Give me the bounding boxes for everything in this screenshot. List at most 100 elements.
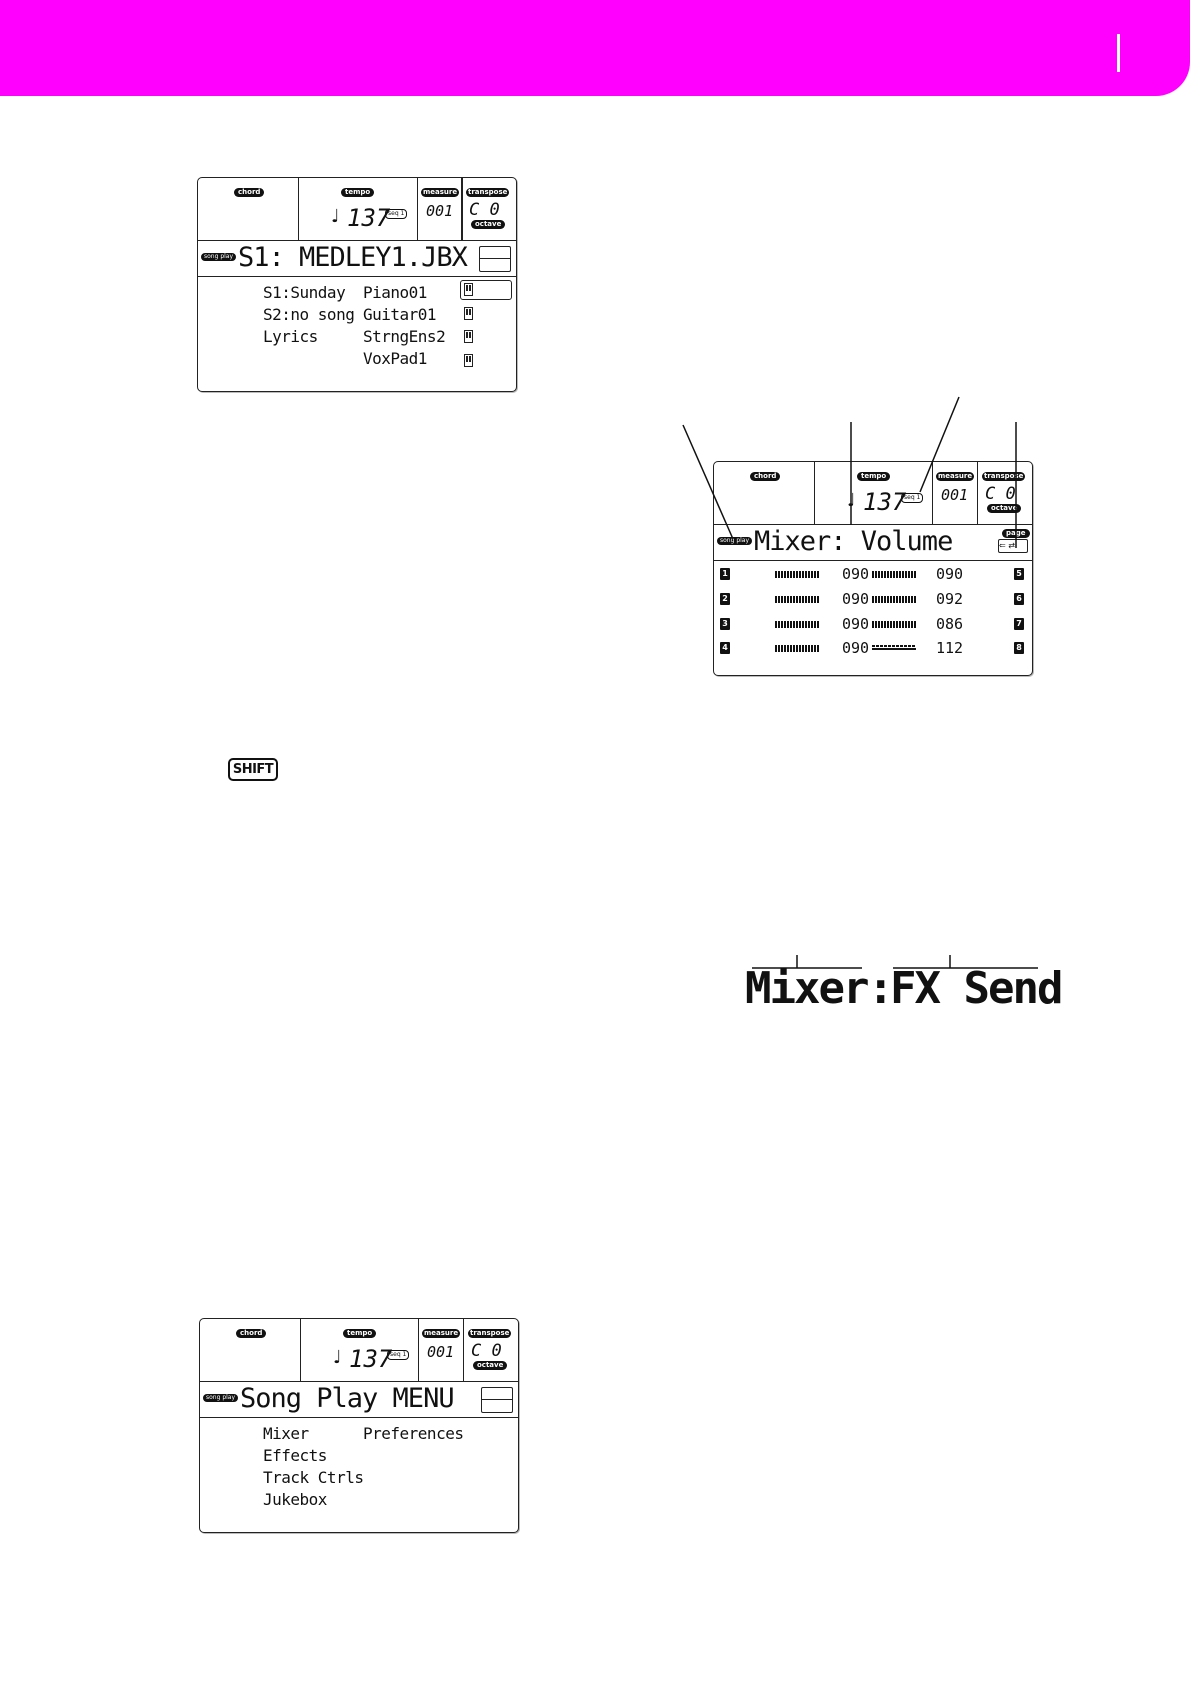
chord-label: chord bbox=[750, 472, 781, 481]
volume-meter-a bbox=[775, 645, 819, 652]
transpose-value: C 0 bbox=[469, 200, 500, 220]
volume-meter-a bbox=[775, 621, 819, 628]
song-list: S1:Sunday S2:no song Lyrics bbox=[263, 282, 355, 348]
lcd-title-bar: song play Song Play MENU bbox=[200, 1381, 518, 1418]
guitar-icon bbox=[464, 307, 473, 320]
menu-item-effects[interactable]: Effects bbox=[263, 1446, 327, 1465]
chord-cell: chord bbox=[198, 178, 299, 240]
channel-number-left: 3 bbox=[720, 618, 730, 630]
measure-label: measure bbox=[422, 1329, 461, 1338]
volume-value-a: 090 bbox=[842, 615, 870, 633]
channel-number-right: 8 bbox=[1014, 642, 1024, 654]
callout-line-page-name bbox=[919, 396, 960, 493]
tempo-value: 137 bbox=[349, 1345, 393, 1373]
tempo-value: 137 bbox=[347, 204, 391, 232]
list-item[interactable]: Lyrics bbox=[263, 327, 318, 346]
lcd-top-bar: chord tempo ♩ 137 seq 1 measure 001 tran… bbox=[200, 1319, 518, 1382]
volume-meter-b bbox=[872, 571, 916, 578]
channel-number-right: 5 bbox=[1014, 568, 1024, 580]
selected-track-frame bbox=[460, 280, 512, 300]
strings-icon bbox=[464, 330, 473, 343]
tempo-cell: tempo ♩ 137 seq 1 bbox=[301, 1319, 419, 1381]
seq-badge: seq 1 bbox=[387, 1350, 410, 1360]
volume-value-a: 090 bbox=[842, 565, 870, 583]
header-banner bbox=[0, 0, 1190, 96]
menu-item-mixer[interactable]: Mixer bbox=[263, 1424, 309, 1443]
song-play-tag: song play bbox=[201, 253, 237, 261]
track-item[interactable]: Guitar01 bbox=[363, 305, 437, 324]
transpose-cell: transpose C 0 octave bbox=[464, 1319, 518, 1381]
quarter-note-icon: ♩ bbox=[331, 206, 340, 227]
measure-cell: measure 001 bbox=[419, 1319, 464, 1381]
volume-value-b: 090 bbox=[936, 565, 964, 583]
menu-item-preferences[interactable]: Preferences bbox=[363, 1424, 464, 1443]
volume-meter-b bbox=[872, 645, 916, 647]
menu-item-track-ctrls[interactable]: Track Ctrls bbox=[263, 1468, 364, 1487]
mixer-title-page: FX Send bbox=[890, 963, 1063, 1014]
transpose-value: C 0 bbox=[471, 1341, 502, 1361]
track-item[interactable]: Piano01 bbox=[363, 283, 427, 302]
page-box-icon bbox=[479, 246, 511, 272]
track-list: Piano01 Guitar01 StrngEns2 VoxPad1 bbox=[363, 282, 446, 370]
volume-value-b: 112 bbox=[936, 639, 964, 657]
pad-icon bbox=[464, 354, 473, 367]
measure-value: 001 bbox=[941, 486, 969, 504]
volume-meter-a bbox=[775, 571, 819, 578]
channel-number-left: 2 bbox=[720, 593, 730, 605]
measure-cell: measure 001 bbox=[933, 462, 978, 524]
page-title: S1: MEDLEY1.JBX bbox=[238, 242, 468, 273]
transpose-label: transpose bbox=[982, 472, 1026, 481]
list-item[interactable]: S2:no song bbox=[263, 305, 355, 324]
lcd-song-play: chord tempo ♩ 137 seq 1 measure 001 tran… bbox=[197, 177, 517, 392]
transpose-label: transpose bbox=[466, 188, 510, 197]
volume-meter-b bbox=[872, 596, 916, 603]
track-item[interactable]: VoxPad1 bbox=[363, 349, 427, 368]
tempo-value: 137 bbox=[863, 488, 907, 516]
shift-key-icon: SHIFT bbox=[228, 758, 278, 781]
chord-cell: chord bbox=[200, 1319, 301, 1381]
transpose-label: transpose bbox=[468, 1329, 512, 1338]
channel-number-right: 6 bbox=[1014, 593, 1024, 605]
page-title: Mixer: Volume bbox=[754, 526, 953, 557]
song-play-tag: song play bbox=[203, 1394, 239, 1402]
transpose-cell: transpose C 0 octave bbox=[462, 178, 516, 240]
callout-line-mode bbox=[682, 424, 734, 540]
song-play-tag: song play bbox=[717, 537, 753, 545]
volume-value-b: 092 bbox=[936, 590, 964, 608]
volume-value-b: 086 bbox=[936, 615, 964, 633]
measure-value: 001 bbox=[427, 1343, 455, 1361]
chord-label: chord bbox=[234, 188, 265, 197]
tempo-label: tempo bbox=[857, 472, 891, 481]
lcd-song-play-menu: chord tempo ♩ 137 seq 1 measure 001 tran… bbox=[199, 1318, 519, 1533]
lcd-top-bar: chord tempo ♩ 137 seq 1 measure 001 tran… bbox=[198, 178, 516, 241]
channel-number-right: 7 bbox=[1014, 618, 1024, 630]
page-title: Song Play MENU bbox=[240, 1383, 455, 1414]
volume-meter-a bbox=[775, 596, 819, 603]
volume-value-a: 090 bbox=[842, 639, 870, 657]
channel-number-left: 1 bbox=[720, 568, 730, 580]
menu-column-1: Mixer Effects Track Ctrls Jukebox bbox=[263, 1423, 364, 1511]
measure-cell: measure 001 bbox=[417, 178, 463, 240]
volume-value-a: 090 bbox=[842, 590, 870, 608]
list-item[interactable]: S1:Sunday bbox=[263, 283, 346, 302]
volume-meter-b bbox=[872, 621, 916, 628]
octave-label: octave bbox=[987, 504, 1022, 513]
quarter-note-icon: ♩ bbox=[333, 1347, 342, 1368]
keyboard-icon bbox=[464, 283, 473, 296]
chord-cell: chord bbox=[714, 462, 815, 524]
octave-label: octave bbox=[473, 1361, 508, 1370]
seq-badge: seq 1 bbox=[385, 209, 408, 219]
track-item[interactable]: StrngEns2 bbox=[363, 327, 446, 346]
page-marker bbox=[1117, 34, 1120, 72]
page-arrows-icon[interactable]: ⇐ ⇄ bbox=[998, 539, 1028, 553]
tempo-cell: tempo ♩ 137 seq 1 bbox=[299, 178, 462, 240]
tempo-label: tempo bbox=[343, 1329, 377, 1338]
channel-number-left: 4 bbox=[720, 642, 730, 654]
octave-label: octave bbox=[471, 220, 506, 229]
chord-label: chord bbox=[236, 1329, 267, 1338]
transpose-cell: transpose C 0 octave bbox=[978, 462, 1032, 524]
measure-label: measure bbox=[936, 472, 975, 481]
menu-item-jukebox[interactable]: Jukebox bbox=[263, 1490, 327, 1509]
mixer-title-section: Mixer: bbox=[745, 963, 894, 1014]
